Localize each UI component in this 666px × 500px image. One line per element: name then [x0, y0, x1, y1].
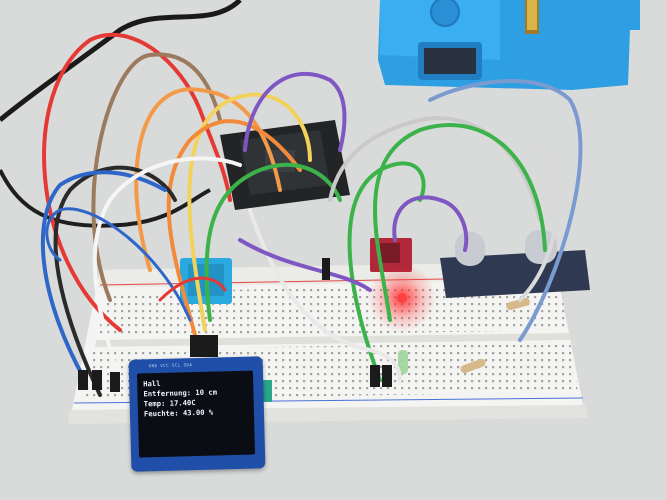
black-cable	[0, 0, 242, 122]
black-cable-2	[0, 169, 211, 228]
blue-enclosure	[378, 0, 640, 90]
resistor	[460, 358, 486, 374]
oled-display-board: GND VCC SCL SDA Hall Entfernung: 10 cm T…	[128, 356, 266, 472]
oled-pin-header-label: GND VCC SCL SDA	[148, 362, 193, 369]
oled-screen: Hall Entfernung: 10 cm Temp: 17.40C Feuc…	[136, 370, 256, 458]
ultrasonic-sensor	[440, 230, 590, 298]
red-led	[397, 293, 407, 303]
jumper-wires	[40, 32, 583, 397]
resistor-2	[506, 297, 530, 311]
oled-line-humidity: Feuchte: 43.00 %	[143, 407, 214, 419]
green-led	[398, 350, 408, 374]
